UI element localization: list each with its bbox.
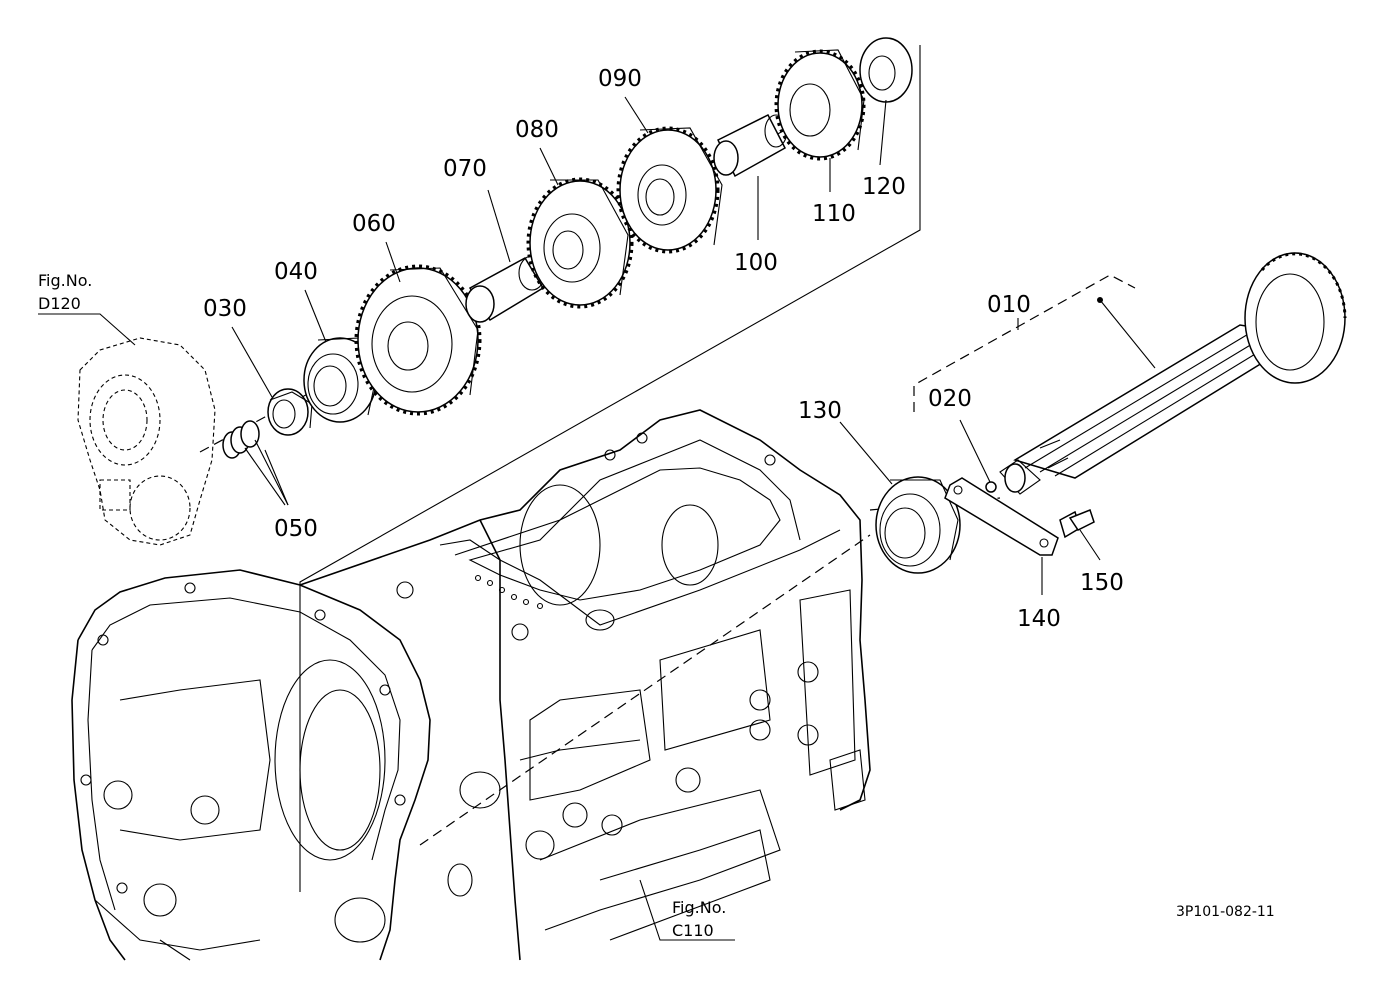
bolt-part-150 [1059, 509, 1095, 539]
label-120: 120 [862, 174, 906, 200]
bushing-part-100 [713, 113, 788, 178]
label-040: 040 [274, 259, 318, 285]
label-130: 130 [798, 398, 842, 424]
gear-part-090 [616, 126, 723, 254]
label-080: 080 [515, 117, 559, 143]
label-020: 020 [928, 386, 972, 412]
nut-part-030 [267, 388, 313, 436]
label-010: 010 [987, 292, 1031, 318]
fig-ref-code: D120 [38, 294, 81, 313]
fig-ref-caption: Fig.No. [672, 898, 726, 917]
label-070: 070 [443, 156, 487, 182]
label-110: 110 [812, 201, 856, 227]
part-labels: 010 020 030 040 050 060 070 080 090 100 … [203, 66, 1124, 632]
label-140: 140 [1017, 606, 1061, 632]
reference-housing-d120 [77, 337, 216, 546]
washer-part-120 [859, 37, 913, 103]
label-100: 100 [734, 250, 778, 276]
drawing-code: 3P101-082-11 [1176, 904, 1275, 920]
gear-part-060 [354, 264, 482, 416]
label-060: 060 [352, 211, 396, 237]
snap-rings-part-050 [222, 420, 260, 459]
label-030: 030 [203, 296, 247, 322]
figure-reference-d120: Fig.No. D120 [38, 271, 92, 313]
fig-ref-caption: Fig.No. [38, 271, 92, 290]
transmission-case [71, 409, 871, 961]
label-150: 150 [1080, 570, 1124, 596]
plate-part-140 [944, 477, 1059, 556]
ball-part-020 [985, 481, 997, 493]
figure-reference-c110: Fig.No. C110 [672, 898, 726, 940]
gear-part-080 [526, 177, 634, 309]
label-050: 050 [274, 516, 318, 542]
label-090: 090 [598, 66, 642, 92]
leader-lines [38, 96, 1156, 941]
gear-part-110 [774, 49, 866, 161]
main-shaft-part-010 [999, 252, 1347, 495]
bearing-part-130 [875, 476, 961, 574]
fig-ref-code: C110 [672, 921, 714, 940]
